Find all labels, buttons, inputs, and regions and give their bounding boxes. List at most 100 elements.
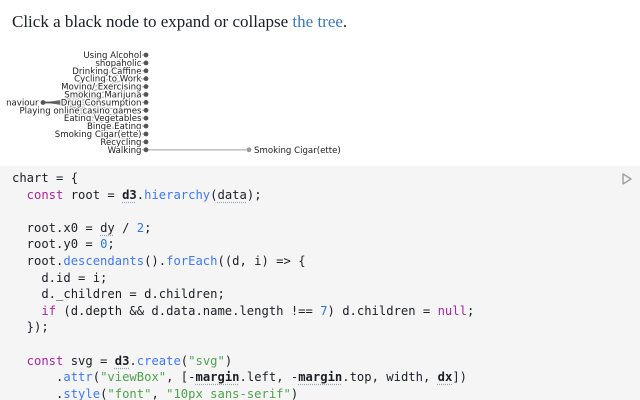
code-token: svg = bbox=[70, 353, 115, 368]
code-token: . bbox=[12, 386, 64, 400]
code-line: if (d.depth && d.data.name.length !== 7)… bbox=[12, 303, 474, 320]
code-token: "font" bbox=[107, 386, 152, 400]
tree-node-label: Binge Eating bbox=[87, 122, 142, 132]
tree-node[interactable]: Moving/ Exercising bbox=[60, 81, 149, 94]
code-cell[interactable]: chart = { const root = d3.hierarchy(data… bbox=[0, 166, 640, 400]
tree-node-dot[interactable] bbox=[143, 52, 149, 58]
tree-link-path bbox=[42, 101, 147, 119]
code-token: .left, - bbox=[239, 370, 299, 385]
code-editor[interactable]: chart = { const root = d3.hierarchy(data… bbox=[12, 170, 474, 400]
tree-node[interactable]: shopaholic bbox=[94, 58, 149, 70]
code-token: data bbox=[217, 187, 247, 202]
code-token: . bbox=[12, 370, 64, 385]
code-token: ( bbox=[180, 353, 189, 368]
code-token: "viewBox" bbox=[100, 370, 167, 385]
tree-node-label: naviour bbox=[6, 99, 39, 109]
code-token: ) d.children = bbox=[327, 303, 438, 318]
tree-links bbox=[42, 54, 249, 151]
code-token: forEach bbox=[166, 253, 218, 268]
code-token: ; bbox=[107, 237, 115, 252]
tree-node-dot[interactable] bbox=[143, 131, 149, 137]
code-token: ) bbox=[224, 353, 233, 368]
code-token: d3 bbox=[114, 353, 130, 368]
tree-node-dot[interactable] bbox=[143, 100, 149, 105]
code-token: 7 bbox=[320, 303, 328, 318]
code-token: hierarchy bbox=[144, 187, 211, 202]
tree-node[interactable]: Eating Vegetables bbox=[63, 113, 149, 125]
tree-node[interactable]: naviour bbox=[5, 97, 46, 110]
tree-node-dot[interactable] bbox=[143, 115, 149, 121]
tree-node-dot[interactable] bbox=[143, 92, 149, 97]
code-token: root = bbox=[70, 187, 123, 202]
tree-node[interactable]: Playing online casino games bbox=[18, 105, 149, 118]
code-token: ; bbox=[466, 303, 475, 318]
code-token: 2 bbox=[136, 220, 145, 235]
code-line: root.x0 = dy / 2; bbox=[12, 220, 474, 237]
code-token: null bbox=[437, 303, 467, 318]
tree-node-label: Eating Vegetables bbox=[64, 114, 142, 124]
tree-node[interactable]: Cycling to Work bbox=[73, 73, 149, 86]
code-line: .style("font", "10px sans-serif") bbox=[12, 386, 474, 400]
code-token: , bbox=[151, 386, 167, 400]
tree-link-path bbox=[42, 78, 147, 104]
tree-link-path bbox=[42, 54, 147, 104]
tree-node[interactable]: Drinking Caffine bbox=[71, 66, 149, 78]
tree-node-label: Cycling to Work bbox=[74, 75, 141, 85]
tree-node-label: Drinking Caffine bbox=[72, 67, 141, 77]
tree-node-label: Drug Consumption bbox=[61, 98, 142, 108]
code-token: ) bbox=[290, 386, 299, 400]
code-token: margin bbox=[195, 370, 240, 385]
tree-link-path bbox=[42, 101, 147, 127]
code-line: }); bbox=[12, 319, 474, 336]
tree-node-dot[interactable] bbox=[143, 84, 149, 89]
code-line: d._children = d.children; bbox=[12, 286, 474, 303]
code-token: }); bbox=[12, 320, 49, 335]
tree-node-label: Using Alcohol bbox=[83, 51, 141, 61]
tree-link-path bbox=[42, 70, 147, 104]
code-line: root.descendants().forEach((d, i) => { bbox=[12, 253, 474, 270]
tree-node-dot bbox=[246, 147, 252, 153]
code-token: (d.depth && d.data.name.length !== bbox=[63, 303, 321, 318]
tree-node[interactable]: Drug Consumption bbox=[60, 97, 149, 110]
code-token: margin bbox=[298, 370, 343, 385]
code-token: const bbox=[12, 187, 71, 202]
tree-node-dot[interactable] bbox=[143, 107, 149, 113]
tree-node-dot[interactable] bbox=[40, 100, 46, 105]
code-token: if bbox=[12, 303, 64, 318]
code-token: ); bbox=[246, 187, 262, 202]
code-token: . bbox=[129, 353, 137, 368]
tree-link[interactable]: the tree bbox=[292, 12, 343, 31]
tree-node-label: shopaholic bbox=[95, 59, 141, 69]
tree-node-dot[interactable] bbox=[143, 123, 149, 129]
code-token: root.y0 = bbox=[12, 237, 101, 252]
tree-node[interactable]: Recycling bbox=[99, 137, 149, 149]
tree-node-label: Playing online casino games bbox=[19, 106, 142, 116]
code-line: chart = { bbox=[12, 170, 474, 187]
code-token: "svg" bbox=[188, 353, 225, 368]
tree-link-path bbox=[42, 101, 147, 111]
code-token: .top, width, bbox=[342, 370, 438, 385]
tree-node-dot[interactable] bbox=[143, 139, 149, 145]
tree-node-label: Walking bbox=[108, 146, 142, 156]
code-token: create bbox=[136, 353, 181, 368]
code-token: style bbox=[63, 386, 101, 400]
tree-node[interactable]: Binge Eating bbox=[86, 121, 149, 133]
code-token: ( bbox=[210, 187, 218, 202]
tree-node[interactable]: Using Alcohol bbox=[82, 50, 149, 62]
tree-node-dot[interactable] bbox=[143, 147, 149, 153]
tree-link-path bbox=[42, 101, 147, 143]
code-line bbox=[12, 336, 474, 353]
code-token: dx bbox=[437, 370, 453, 385]
tree-node[interactable]: Smoking Marijuna bbox=[63, 89, 149, 102]
tree-node-dot[interactable] bbox=[143, 60, 149, 66]
run-icon[interactable] bbox=[620, 172, 634, 186]
tree-node-dot[interactable] bbox=[143, 68, 149, 74]
tree-node[interactable]: Walking bbox=[106, 145, 149, 157]
code-token: ( bbox=[100, 386, 108, 400]
tree-link-path bbox=[42, 101, 147, 151]
tree-node[interactable]: Smoking Cigar(ette) bbox=[54, 129, 149, 141]
tree-node-dot[interactable] bbox=[143, 76, 149, 82]
tree-node-label: Smoking Cigar(ette) bbox=[55, 130, 142, 140]
